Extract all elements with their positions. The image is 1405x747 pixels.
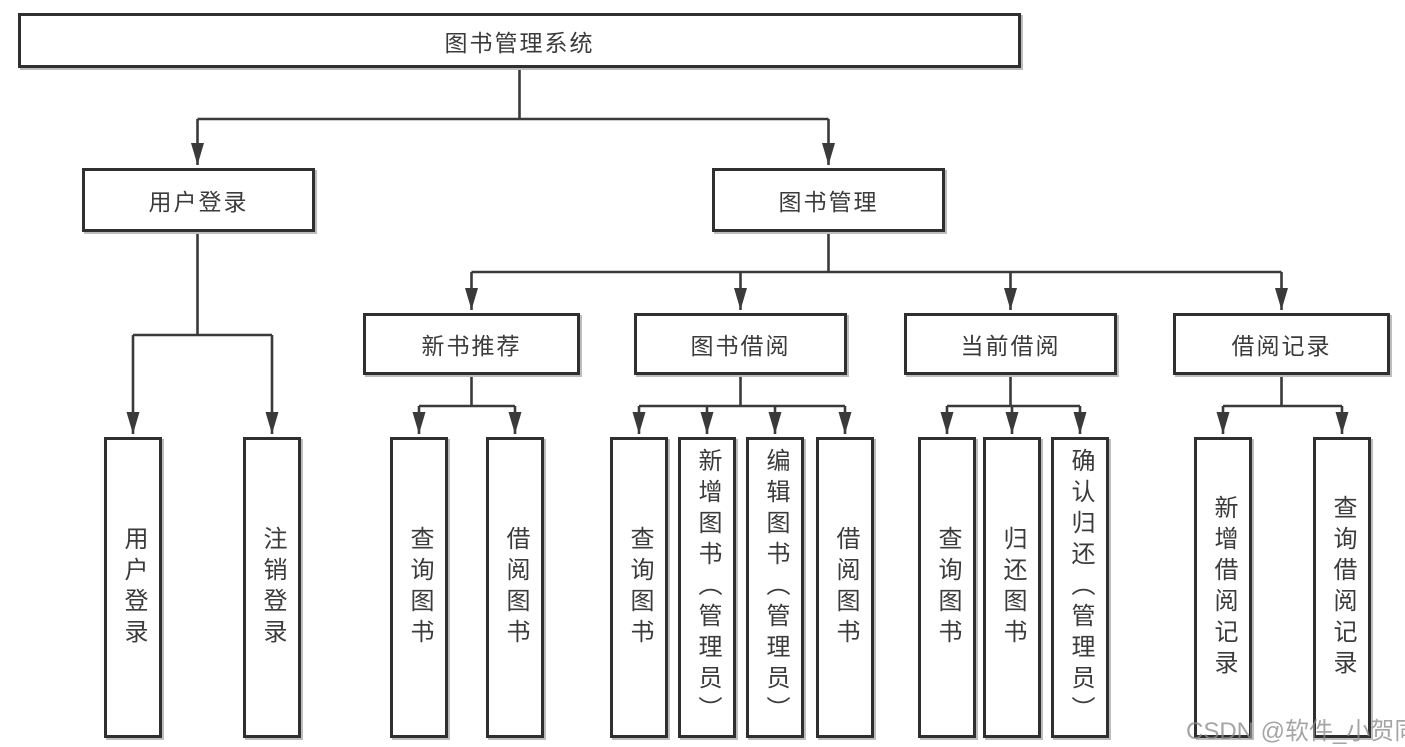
node-user-login-label: 用户登录 bbox=[148, 189, 249, 215]
node-book-management: 图书管理 bbox=[712, 168, 945, 232]
node-new-book-recommend: 新书推荐 bbox=[363, 313, 580, 375]
leaf-user-login-label: 用户登录 bbox=[120, 525, 147, 650]
node-new-book-recommend-label: 新书推荐 bbox=[421, 333, 522, 359]
connector-arrows bbox=[126, 119, 1349, 434]
leaf-confirm-return-admin-label: 确认归还（管理员） bbox=[1067, 448, 1094, 727]
leaf-query-book-recommend: 查询图书 bbox=[390, 437, 448, 738]
node-current-borrow-label: 当前借阅 bbox=[960, 333, 1061, 359]
leaf-borrow-book: 借阅图书 bbox=[816, 437, 874, 738]
node-root-label: 图书管理系统 bbox=[444, 29, 595, 56]
leaf-add-borrow-record: 新增借阅记录 bbox=[1194, 437, 1252, 738]
node-borrow-records-label: 借阅记录 bbox=[1231, 333, 1332, 359]
node-book-management-label: 图书管理 bbox=[778, 189, 879, 215]
node-user-login: 用户登录 bbox=[82, 168, 315, 232]
node-book-borrow-label: 图书借阅 bbox=[690, 333, 791, 359]
leaf-return-book: 归还图书 bbox=[983, 437, 1041, 738]
leaf-query-book-recommend-label: 查询图书 bbox=[406, 525, 433, 650]
leaf-user-login: 用户登录 bbox=[104, 437, 162, 738]
leaf-add-book-admin: 新增图书（管理员） bbox=[678, 437, 736, 738]
leaf-query-book-current-label: 查询图书 bbox=[934, 525, 961, 650]
leaf-query-borrow-record: 查询借阅记录 bbox=[1313, 437, 1371, 738]
leaf-query-book-current: 查询图书 bbox=[918, 437, 976, 738]
leaf-return-book-label: 归还图书 bbox=[999, 525, 1026, 650]
node-book-borrow: 图书借阅 bbox=[634, 313, 847, 375]
leaf-edit-book-admin: 编辑图书（管理员） bbox=[746, 437, 804, 738]
leaf-borrow-book-recommend-label: 借阅图书 bbox=[502, 525, 529, 650]
leaf-query-borrow-record-label: 查询借阅记录 bbox=[1329, 494, 1356, 681]
leaf-edit-book-admin-label: 编辑图书（管理员） bbox=[762, 448, 789, 727]
node-root: 图书管理系统 bbox=[18, 13, 1021, 68]
watermark: CSDN @软件_小贺同学 bbox=[1186, 718, 1405, 745]
leaf-borrow-book-label: 借阅图书 bbox=[832, 525, 859, 650]
leaf-add-book-admin-label: 新增图书（管理员） bbox=[694, 448, 721, 727]
leaf-logout: 注销登录 bbox=[243, 437, 301, 738]
leaf-add-borrow-record-label: 新增借阅记录 bbox=[1210, 494, 1237, 681]
leaf-query-book-borrow-label: 查询图书 bbox=[626, 525, 653, 650]
node-current-borrow: 当前借阅 bbox=[904, 313, 1117, 375]
leaf-confirm-return-admin: 确认归还（管理员） bbox=[1051, 437, 1109, 738]
leaf-logout-label: 注销登录 bbox=[259, 525, 286, 650]
leaf-borrow-book-recommend: 借阅图书 bbox=[486, 437, 544, 738]
node-borrow-records: 借阅记录 bbox=[1173, 313, 1390, 375]
leaf-query-book-borrow: 查询图书 bbox=[610, 437, 668, 738]
